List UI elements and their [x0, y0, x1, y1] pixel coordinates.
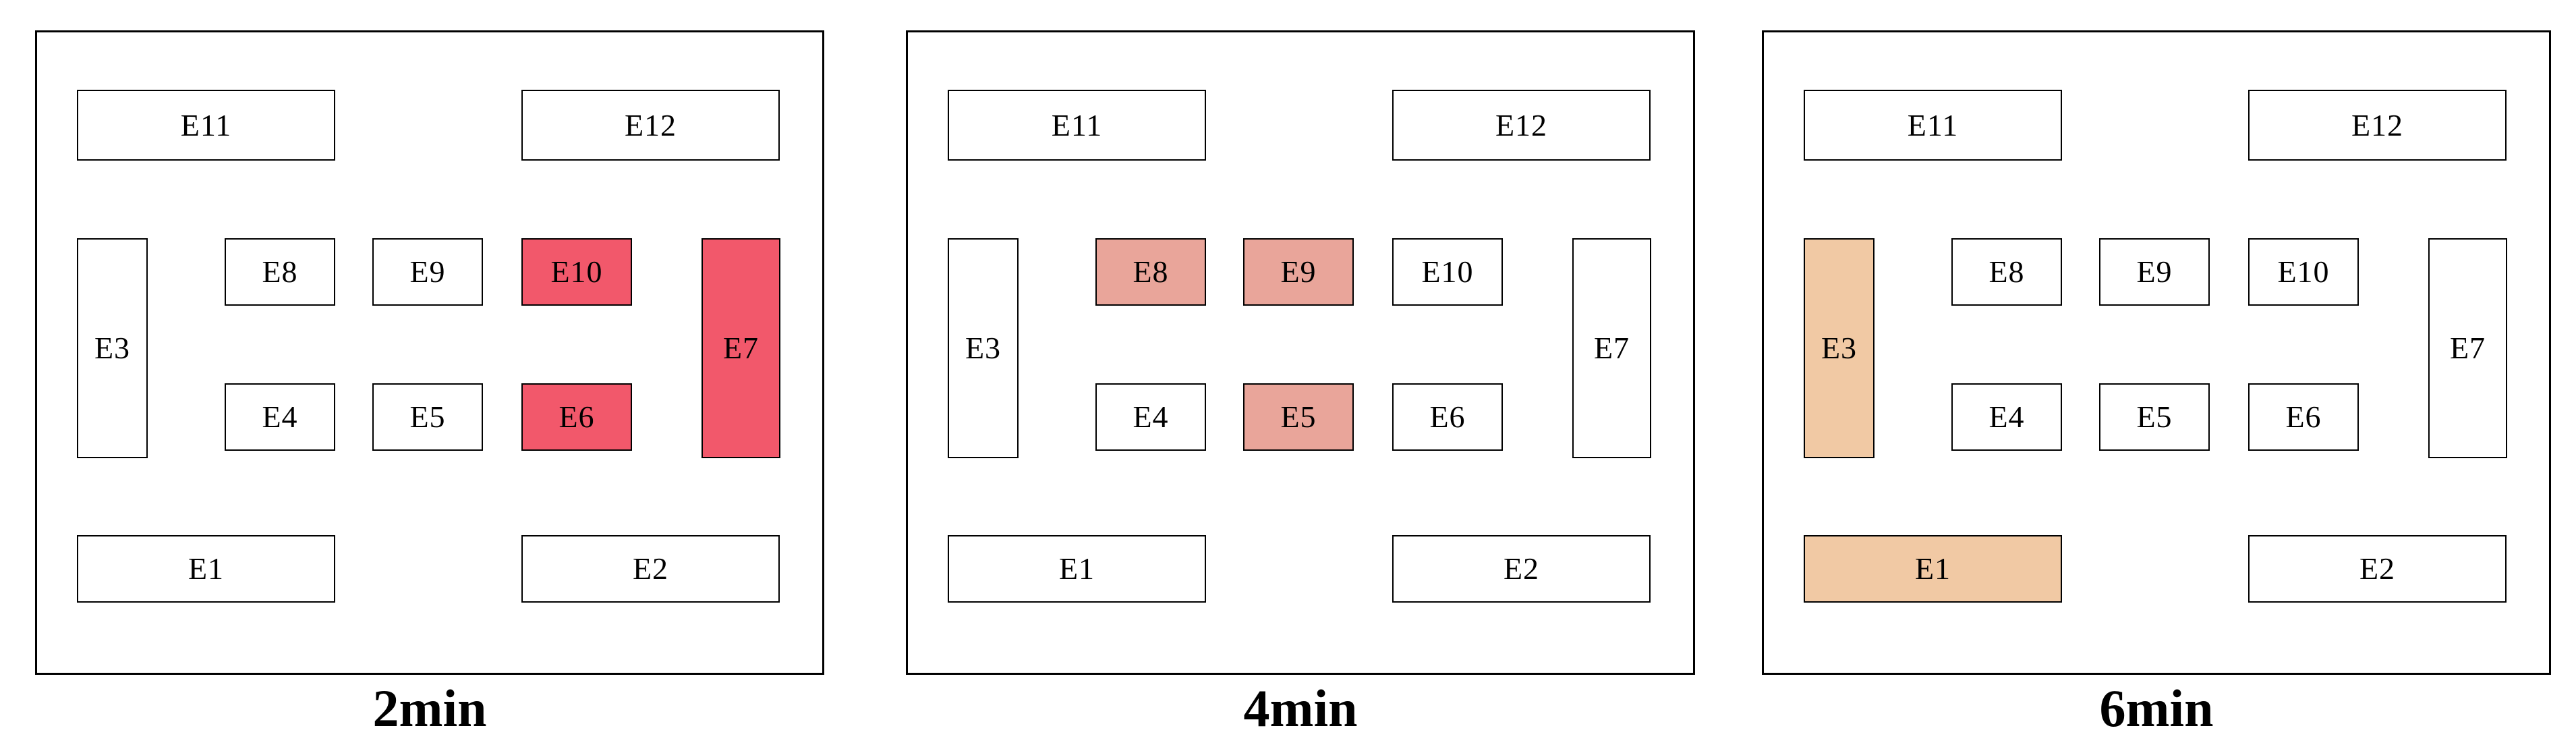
room-E3: E3	[948, 238, 1019, 458]
room-E4: E4	[1095, 383, 1206, 451]
room-E11: E11	[77, 90, 335, 161]
room-E11: E11	[948, 90, 1206, 161]
room-E4: E4	[225, 383, 335, 451]
room-E12: E12	[2248, 90, 2507, 161]
room-E3: E3	[77, 238, 148, 458]
room-E5: E5	[2099, 383, 2210, 451]
room-E8: E8	[1095, 238, 1206, 306]
room-E6: E6	[521, 383, 632, 451]
room-E12: E12	[1392, 90, 1651, 161]
room-E9: E9	[372, 238, 483, 306]
room-E5: E5	[1243, 383, 1354, 451]
room-E12: E12	[521, 90, 780, 161]
room-E2: E2	[2248, 535, 2507, 603]
room-E6: E6	[1392, 383, 1503, 451]
room-E5: E5	[372, 383, 483, 451]
panel-title-4min: 4min	[1243, 679, 1358, 738]
panel-title-2min: 2min	[372, 679, 487, 738]
room-E6: E6	[2248, 383, 2359, 451]
room-E3: E3	[1804, 238, 1874, 458]
room-E1: E1	[948, 535, 1206, 603]
room-E7: E7	[2428, 238, 2507, 458]
room-E9: E9	[2099, 238, 2210, 306]
room-E4: E4	[1951, 383, 2062, 451]
room-E10: E10	[1392, 238, 1503, 306]
room-E1: E1	[1804, 535, 2062, 603]
room-E2: E2	[521, 535, 780, 603]
panel-title-6min: 6min	[2099, 679, 2214, 738]
room-E10: E10	[2248, 238, 2359, 306]
room-E1: E1	[77, 535, 335, 603]
room-E2: E2	[1392, 535, 1651, 603]
room-E10: E10	[521, 238, 632, 306]
room-E11: E11	[1804, 90, 2062, 161]
room-E9: E9	[1243, 238, 1354, 306]
room-E7: E7	[702, 238, 780, 458]
room-E8: E8	[1951, 238, 2062, 306]
room-E7: E7	[1572, 238, 1651, 458]
room-E8: E8	[225, 238, 335, 306]
